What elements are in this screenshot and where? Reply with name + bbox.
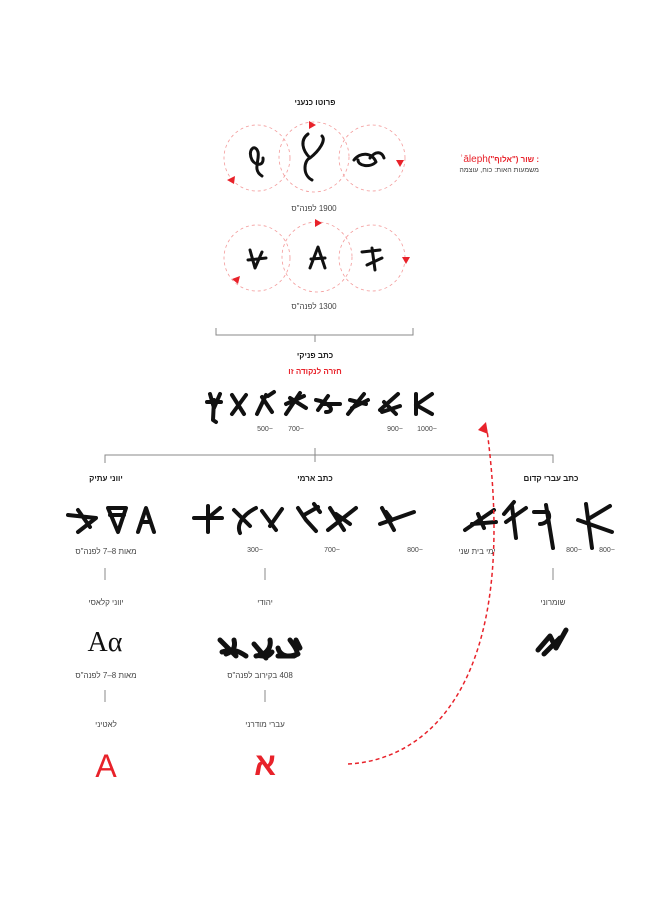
arrow-icon	[315, 219, 322, 227]
ancient-greek-glyphs	[66, 506, 156, 534]
samaritan-glyph	[535, 627, 569, 657]
samaritan-title: שומרוני	[540, 598, 566, 607]
classical-greek-glyph: Aα	[87, 627, 123, 658]
arrow-icon	[227, 176, 235, 184]
rotation-circles-1900	[223, 121, 406, 193]
phoenician-date: −900	[387, 426, 403, 433]
branch-divider	[104, 448, 554, 463]
ancient-greek-title: יווני עתיק	[89, 474, 123, 483]
classical-greek-title: יווני קלאסי	[88, 598, 124, 607]
aramaic-date: −700	[324, 547, 340, 554]
paleo-hebrew-glyphs	[463, 500, 614, 550]
latin-title: לאטיני	[95, 720, 117, 729]
modern-hebrew-glyph: א	[254, 746, 276, 782]
aramaic-date: −800	[407, 547, 423, 554]
jewish-date: 408 בקירוב לפנה"ס	[227, 671, 293, 680]
ancient-greek-date: מאות 8–7 לפנה"ס	[75, 547, 137, 556]
aramaic-glyphs	[192, 502, 416, 535]
return-arrow-path	[347, 429, 495, 765]
aramaic-date: −300	[247, 547, 263, 554]
classical-greek-date: מאות 8–7 לפנה"ס	[75, 671, 137, 680]
paleo-hebrew-date: −800	[599, 547, 615, 554]
letter-name: : שור ("אלוף")ʾāleph	[460, 154, 539, 165]
date-1900: 1900 לפנה"ס	[291, 204, 337, 213]
letter-transliteration: ʾāleph	[460, 154, 488, 165]
modern-hebrew-title: עברי מודרני	[245, 720, 285, 729]
letter-meaning-word: : שור ("אלוף")	[487, 155, 539, 164]
jewish-title: יהודי	[257, 598, 273, 607]
bracket-divider	[215, 328, 414, 342]
jewish-glyphs	[217, 637, 303, 661]
date-1300: 1300 לפנה"ס	[291, 302, 337, 311]
arrow-head-icon	[478, 422, 488, 434]
phoenician-title: כתב פניקי	[296, 351, 334, 360]
proto-canaanite-title: פרוטו כנעני	[294, 98, 336, 107]
return-note: חזרה לנקודה זו	[288, 367, 342, 376]
phoenician-glyphs	[205, 390, 434, 424]
phoenician-date: −700	[288, 426, 304, 433]
arrow-icon	[396, 160, 404, 167]
arrow-icon	[402, 257, 410, 264]
paleo-hebrew-title: כתב עברי קדום	[523, 474, 579, 483]
phoenician-date: −500	[257, 426, 273, 433]
phoenician-date: −1000	[417, 426, 437, 433]
arrow-icon	[232, 276, 240, 284]
paleo-hebrew-date: −800	[566, 547, 582, 554]
second-temple-label: ימי בית שני	[458, 547, 496, 556]
proto-canaanite-glyphs-1900	[248, 132, 386, 182]
latin-glyph: A	[95, 748, 117, 784]
rotation-circles-1300	[223, 219, 410, 293]
letter-meaning: משמעות האות: כוח, עוצמה	[459, 167, 539, 174]
aramaic-title: כתב ארמי	[297, 474, 333, 483]
connector-lines	[104, 568, 554, 702]
arrow-icon	[309, 121, 316, 129]
proto-canaanite-glyphs-1300	[246, 245, 384, 272]
